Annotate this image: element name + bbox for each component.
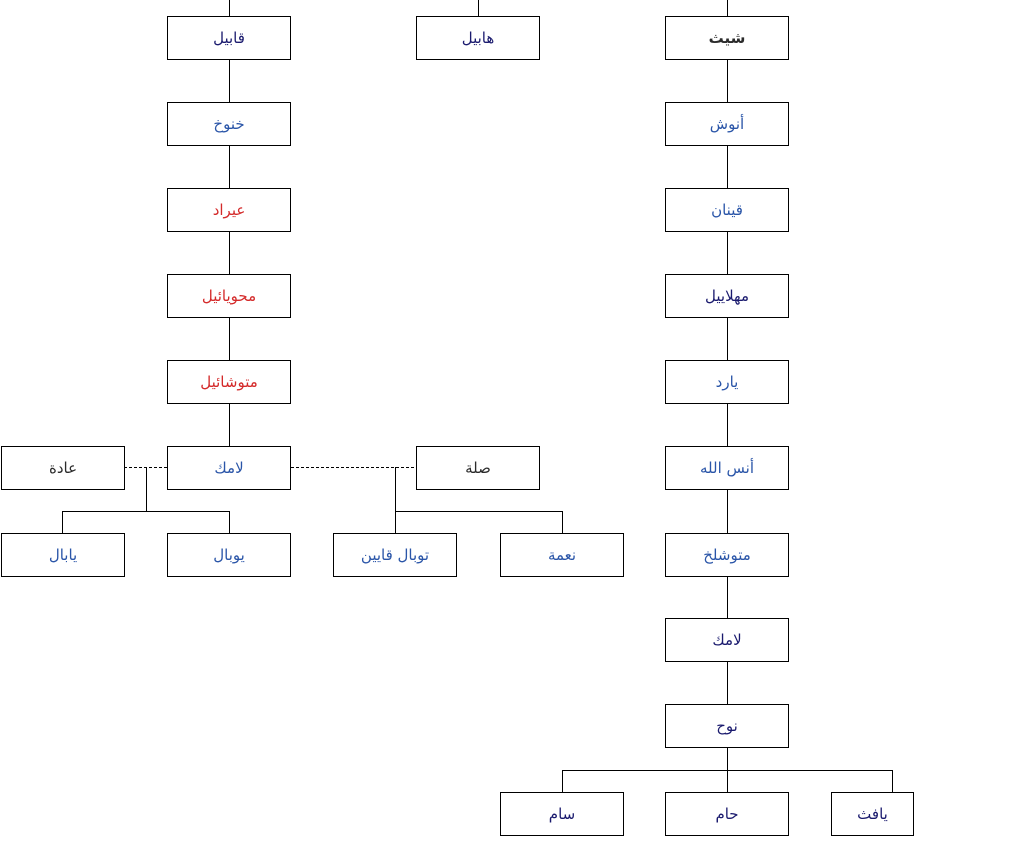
- node-sam: سام: [500, 792, 624, 836]
- node-khanukh: خنوخ: [167, 102, 291, 146]
- node-irad: عيراد: [167, 188, 291, 232]
- node-sheth: شيث: [665, 16, 789, 60]
- node-anas-allah: أنس الله: [665, 446, 789, 490]
- node-lamech-cain: لامك: [167, 446, 291, 490]
- node-mahalalel: مهلاييل: [665, 274, 789, 318]
- node-ham: حام: [665, 792, 789, 836]
- node-methuselah: متوشلخ: [665, 533, 789, 577]
- node-yafith: يافث: [831, 792, 914, 836]
- node-nuh: نوح: [665, 704, 789, 748]
- node-qabil: قابيل: [167, 16, 291, 60]
- node-naama: نعمة: [500, 533, 624, 577]
- node-enosh: أنوش: [665, 102, 789, 146]
- node-yabal: يابال: [1, 533, 125, 577]
- node-qinan: قينان: [665, 188, 789, 232]
- node-yarad: يارد: [665, 360, 789, 404]
- node-ada: عادة: [1, 446, 125, 490]
- node-lamech-seth: لامك: [665, 618, 789, 662]
- node-mahuyael: محويائيل: [167, 274, 291, 318]
- node-zillah: صلة: [416, 446, 540, 490]
- node-tubal-qayin: توبال قايين: [333, 533, 457, 577]
- node-habil: هابيل: [416, 16, 540, 60]
- node-mutushael: متوشائيل: [167, 360, 291, 404]
- node-yubal: يوبال: [167, 533, 291, 577]
